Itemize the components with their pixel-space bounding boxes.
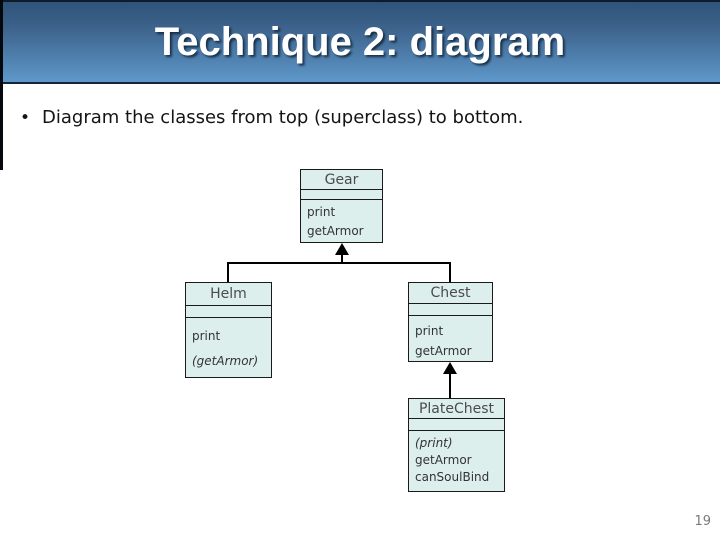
title-bar: Technique 2: diagram [0,0,720,84]
class-box-helm: Helm print (getArmor) [185,282,272,378]
method-label: (print) [415,436,453,450]
inheritance-arrow-gear [335,243,349,255]
inheritance-arrow-chest [443,362,457,374]
method-label: print [415,324,444,338]
connector-chest-drop [449,262,451,282]
method-label: canSoulBind [415,470,490,484]
method-label: (getArmor) [192,354,259,368]
bullet-marker: • [20,108,31,128]
method-label: getArmor [415,453,472,467]
class-name: PlateChest [409,399,504,419]
class-box-gear: Gear print getArmor [300,169,383,243]
class-attributes-compartment [409,304,492,316]
bullet-text: Diagram the classes from top (superclass… [42,107,524,128]
class-methods-compartment: print getArmor [409,316,492,361]
class-box-chest: Chest print getArmor [408,282,493,362]
method-label: getArmor [307,224,364,238]
method-label: print [192,329,221,343]
connector-helm-drop [227,262,229,282]
class-methods-compartment: (print) getArmor canSoulBind [409,431,504,486]
class-methods-compartment: print getArmor [301,200,382,241]
left-accent-bar [0,0,3,170]
method-label: getArmor [415,344,472,358]
method-label: print [307,205,336,219]
bullet-item: • Diagram the classes from top (supercla… [20,107,680,128]
class-attributes-compartment [186,306,271,318]
slide-title: Technique 2: diagram [154,19,566,64]
connector-platechest-stub [449,373,451,398]
class-name: Gear [301,170,382,190]
connector-horizontal [227,262,451,264]
class-name: Chest [409,283,492,304]
connector-gear-stub [341,254,343,263]
class-methods-compartment: print (getArmor) [186,318,271,374]
page-number: 19 [694,514,711,529]
class-name: Helm [186,283,271,306]
class-attributes-compartment [409,419,504,431]
class-box-platechest: PlateChest (print) getArmor canSoulBind [408,398,505,492]
class-attributes-compartment [301,190,382,200]
